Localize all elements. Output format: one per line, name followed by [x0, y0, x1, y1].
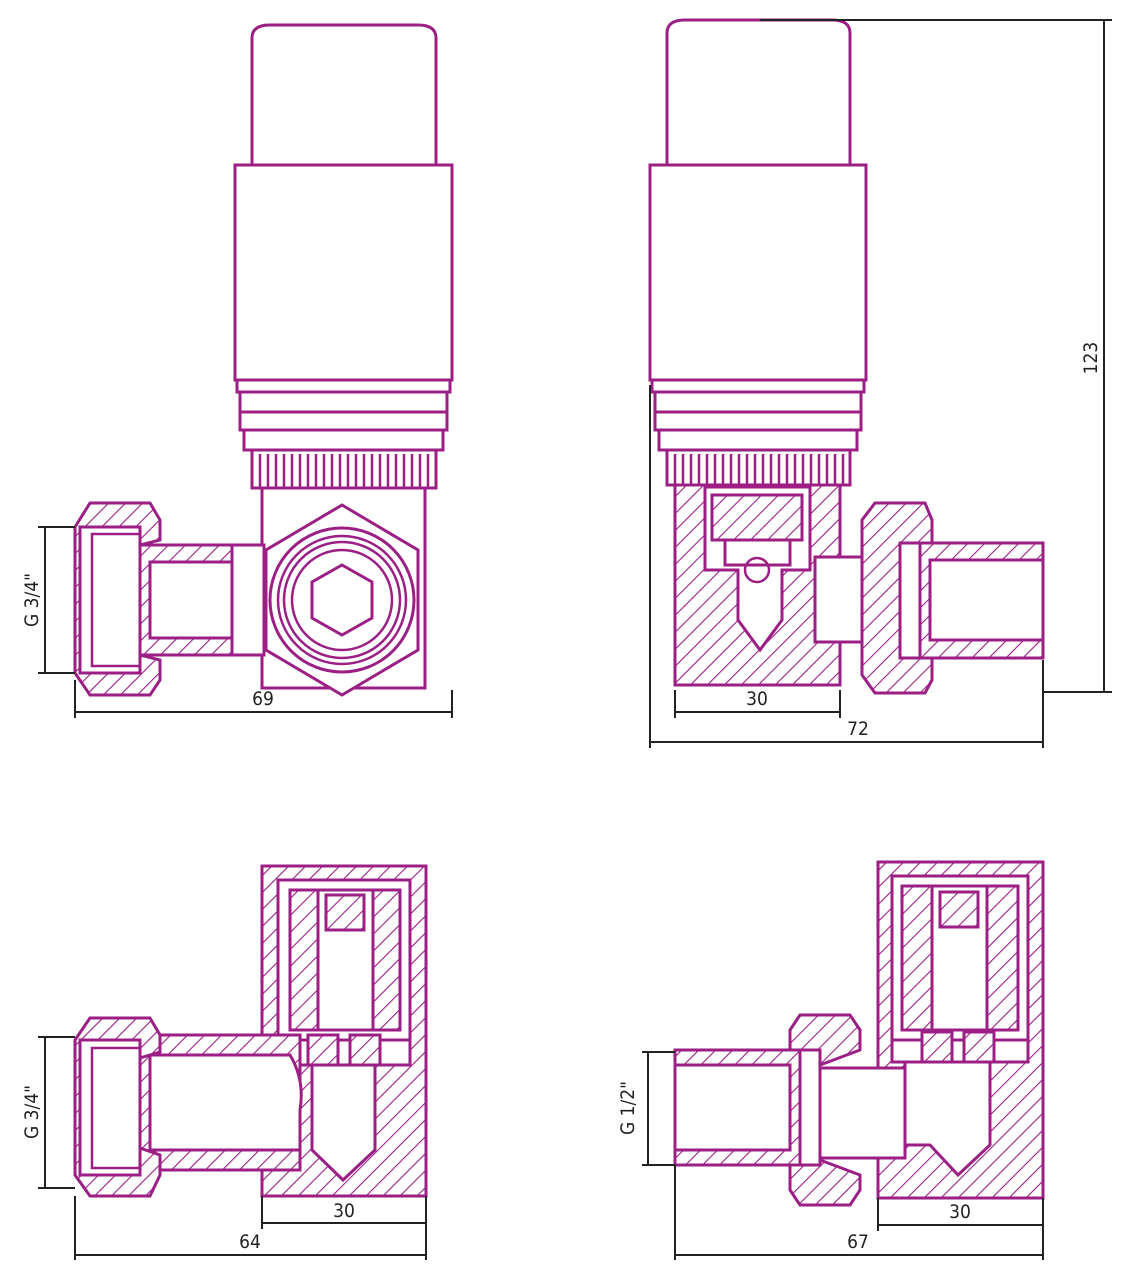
width-label: 67 [847, 1231, 869, 1253]
thread-label: G 3/4" [21, 573, 43, 627]
width-label: 72 [847, 718, 869, 740]
width-label: 69 [252, 688, 274, 710]
height-label: 123 [1080, 342, 1102, 375]
knurl-lines [673, 454, 845, 485]
view-top-right-dimensions: 123 30 72 [649, 19, 1112, 748]
view-top-right-section [648, 18, 1045, 695]
thread-label: G 3/4" [21, 1085, 43, 1139]
view-bottom-left-dimensions: G 3/4" 30 64 [21, 1036, 427, 1260]
view-top-left-dimensions: G 3/4" 69 [21, 526, 453, 718]
view-top-left-exterior [73, 23, 454, 697]
width-label: 64 [239, 1231, 261, 1253]
body-label: 30 [949, 1201, 971, 1223]
body-label: 30 [746, 688, 768, 710]
view-bottom-right-section [673, 860, 1045, 1207]
view-bottom-right-dimensions: G 1/2" 30 67 [617, 1051, 1044, 1260]
thread-label: G 1/2" [617, 1081, 639, 1135]
body-label: 30 [333, 1200, 355, 1222]
knurl-lines [258, 454, 430, 488]
view-bottom-left-section [73, 864, 428, 1198]
